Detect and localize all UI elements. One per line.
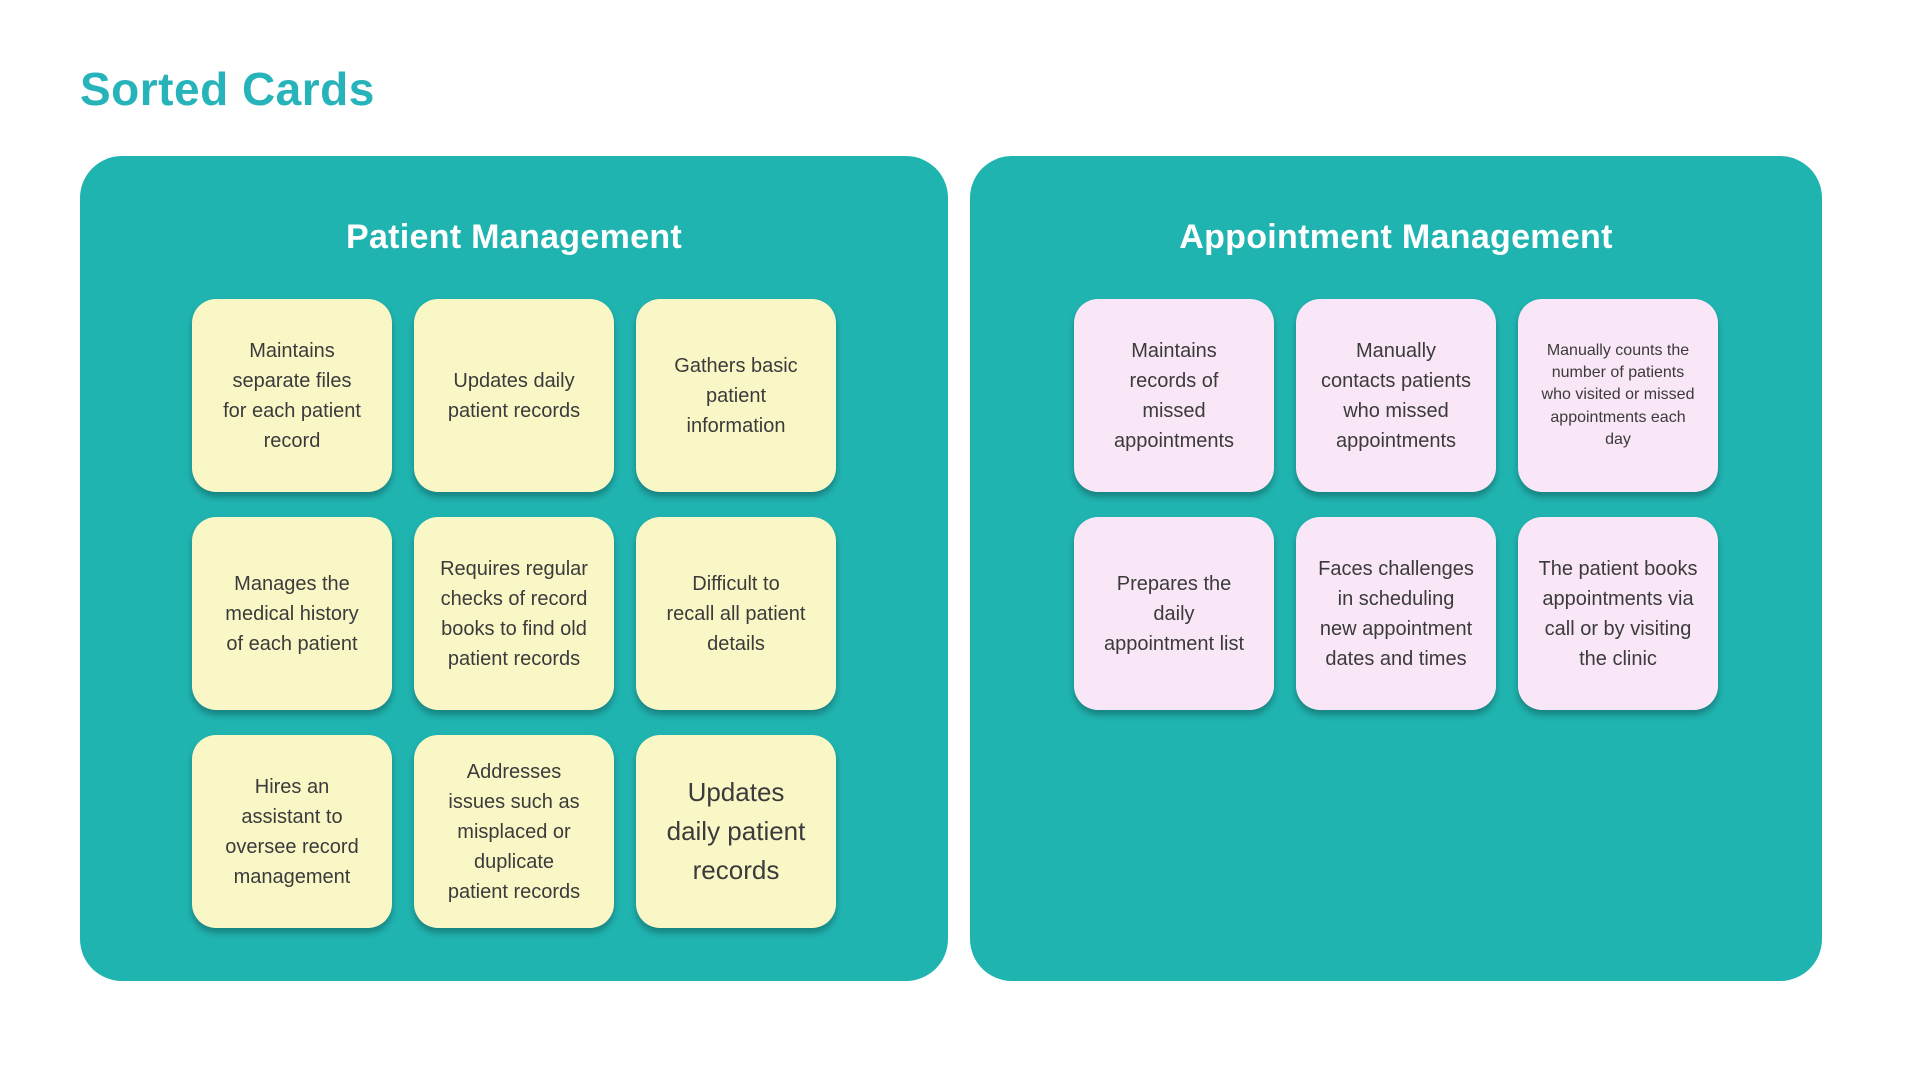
sorted-card[interactable]: Maintains separate files for each patien… — [192, 299, 392, 492]
sorted-card[interactable]: Manually contacts patients who missed ap… — [1296, 299, 1496, 492]
sorted-card[interactable]: Updates daily patient records — [636, 735, 836, 928]
sorted-card[interactable]: Faces challenges in scheduling new appoi… — [1296, 517, 1496, 710]
category-title-appointment-management: Appointment Management — [1179, 218, 1613, 256]
sorted-card[interactable]: Gathers basic patient information — [636, 299, 836, 492]
sorted-card[interactable]: Updates daily patient records — [414, 299, 614, 492]
sorted-card[interactable]: Requires regular checks of record books … — [414, 517, 614, 710]
sorted-card[interactable]: Maintains records of missed appointments — [1074, 299, 1274, 492]
sorted-card[interactable]: Manages the medical history of each pati… — [192, 517, 392, 710]
category-title-patient-management: Patient Management — [345, 218, 683, 256]
sorted-card[interactable]: Hires an assistant to oversee record man… — [192, 735, 392, 928]
sorted-card[interactable]: Difficult to recall all patient details — [636, 517, 836, 710]
card-grid-patient-management: Maintains separate files for each patien… — [80, 299, 948, 928]
sorted-card[interactable]: Prepares the daily appointment list — [1074, 517, 1274, 710]
sorted-card[interactable]: Addresses issues such as misplaced or du… — [414, 735, 614, 928]
sorted-card[interactable]: The patient books appointments via call … — [1518, 517, 1718, 710]
sorted-card[interactable]: Manually counts the number of patients w… — [1518, 299, 1718, 492]
card-grid-appointment-management: Maintains records of missed appointments… — [970, 299, 1822, 710]
page-title: Sorted Cards — [80, 63, 375, 115]
